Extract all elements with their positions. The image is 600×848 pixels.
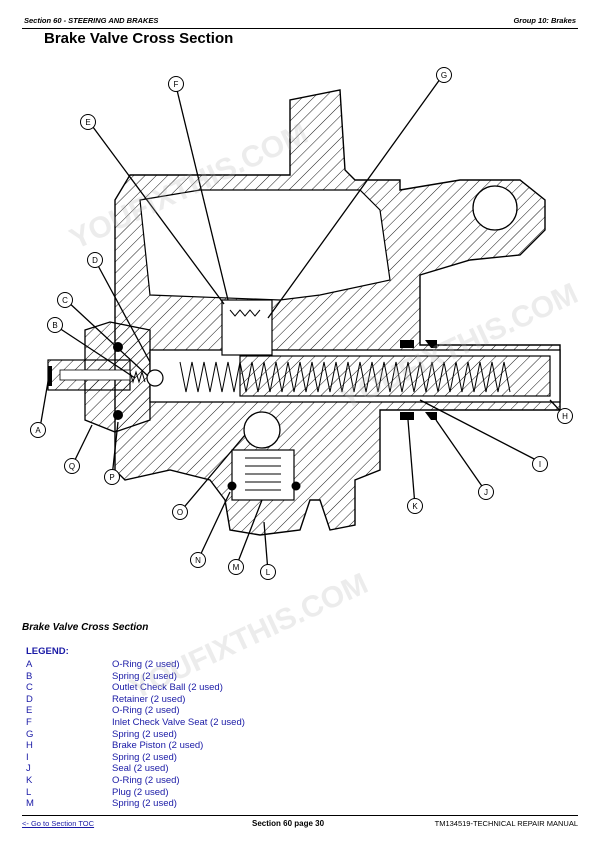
piston-spring: [179, 361, 511, 393]
legend-text: Spring (2 used): [112, 751, 177, 763]
legend-item: K O-Ring (2 used): [26, 775, 346, 787]
legend-item: C Outlet Check Ball (2 used): [26, 682, 346, 694]
callout-o: O: [172, 504, 188, 520]
callout-a: A: [30, 422, 46, 438]
legend-text: Plug (2 used): [112, 786, 169, 798]
brake-piston: [149, 349, 561, 403]
page-title: Brake Valve Cross Section: [44, 30, 234, 47]
legend-key: B: [26, 670, 33, 682]
brake-valve-diagram: [39, 74, 566, 573]
legend-text: Spring (2 used): [112, 798, 177, 810]
legend-key: K: [26, 774, 33, 786]
legend-item: J Seal (2 used): [26, 763, 346, 775]
legend-key: H: [26, 740, 33, 752]
legend-item: F Inlet Check Valve Seat (2 used): [26, 717, 346, 729]
legend-item: I Spring (2 used): [26, 752, 346, 764]
callout-q: Q: [64, 458, 80, 474]
legend-key: L: [26, 786, 32, 798]
legend-text: Outlet Check Ball (2 used): [112, 682, 223, 694]
legend: LEGEND: A O-Ring (2 used) B Spring (2 used)…: [26, 646, 346, 810]
legend-item: G Spring (2 used): [26, 729, 346, 741]
header-group: Group 10: Brakes: [513, 16, 576, 25]
callout-f: F: [168, 76, 184, 92]
callout-k: K: [407, 498, 423, 514]
header-divider: [22, 28, 578, 29]
legend-text: Seal (2 used): [112, 763, 169, 775]
callout-h: H: [557, 408, 573, 424]
figure-caption: Brake Valve Cross Section: [22, 622, 149, 633]
legend-text: Spring (2 used): [112, 670, 177, 682]
manual-id: TM134519-TECHNICAL REPAIR MANUAL: [434, 819, 578, 828]
legend-heading: LEGEND:: [26, 646, 69, 657]
legend-text: Retainer (2 used): [112, 693, 186, 705]
legend-key: C: [26, 682, 33, 694]
lower-plug: [231, 449, 295, 501]
callout-c: C: [57, 292, 73, 308]
callout-m: M: [228, 559, 244, 575]
page-number: Section 60 page 30: [252, 819, 325, 828]
legend-key: D: [26, 693, 33, 705]
legend-key: A: [26, 659, 33, 670]
callout-b: B: [47, 317, 63, 333]
legend-key: G: [26, 728, 34, 740]
legend-key: J: [26, 763, 31, 775]
callout-l: L: [260, 564, 276, 580]
header-section: Section 60 - STEERING AND BRAKES: [24, 16, 159, 25]
callout-j: J: [478, 484, 494, 500]
legend-text: O-Ring (2 used): [112, 659, 180, 670]
o-rings: [48, 340, 437, 491]
page-header: Section 60 - STEERING AND BRAKES Group 1…: [24, 16, 576, 30]
legend-text: Brake Piston (2 used): [112, 740, 204, 752]
legend-text: Inlet Check Valve Seat (2 used): [112, 716, 245, 728]
valve-body: [84, 89, 561, 536]
callout-e: E: [80, 114, 96, 130]
callout-n: N: [190, 552, 206, 568]
callout-g: G: [436, 67, 452, 83]
legend-key: E: [26, 705, 33, 717]
legend-key: I: [26, 751, 29, 763]
legend-item: B Spring (2 used): [26, 671, 346, 683]
inlet-check-valve: [221, 299, 281, 449]
legend-item: M Spring (2 used): [26, 798, 346, 810]
callout-i: I: [532, 456, 548, 472]
legend-text: O-Ring (2 used): [112, 774, 180, 786]
legend-item: D Retainer (2 used): [26, 694, 346, 706]
legend-list: A O-Ring (2 used) B Spring (2 used) C Outlet …: [26, 659, 346, 810]
legend-item: L Plug (2 used): [26, 787, 346, 799]
callout-d: D: [87, 252, 103, 268]
legend-item: A O-Ring (2 used): [26, 659, 346, 671]
legend-item: H Brake Piston (2 used): [26, 740, 346, 752]
legend-text: Spring (2 used): [112, 728, 177, 740]
callout-p: P: [104, 469, 120, 485]
section-toc-link[interactable]: <- Go to Section TOC: [22, 819, 95, 828]
legend-text: O-Ring (2 used): [112, 705, 180, 717]
legend-key: F: [26, 716, 32, 728]
footer-divider: [22, 815, 578, 816]
legend-item: E O-Ring (2 used): [26, 705, 346, 717]
legend-key: M: [26, 798, 34, 810]
